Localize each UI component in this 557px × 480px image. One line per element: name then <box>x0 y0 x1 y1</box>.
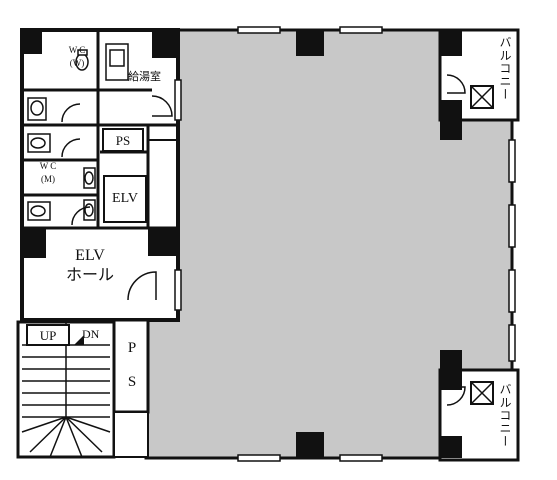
kitchenette-label: 給湯室 <box>128 71 161 83</box>
lower-storage <box>113 411 149 458</box>
elv-hall-line2: ホール <box>65 267 114 284</box>
dn-label: DN <box>82 327 100 341</box>
ps-top-label: PS <box>102 128 144 152</box>
wc-female-label: W C (W) <box>62 46 92 68</box>
wc-female-text: W C <box>68 45 86 55</box>
balcony-top-label: バルコニー <box>498 36 512 101</box>
wc-male-sub: (M) <box>41 174 55 184</box>
windows <box>174 26 516 462</box>
wc-female-sub: (W) <box>69 58 85 68</box>
wc-male-label: W C (M) <box>28 162 68 184</box>
balcony-bottom-label: バルコニー <box>498 383 512 448</box>
columns <box>22 30 462 458</box>
wc-male-text: W C <box>39 161 57 171</box>
elevator-label: ELV <box>103 175 147 223</box>
up-label: UP <box>26 324 70 346</box>
elv-hall-label: ELV ホール <box>62 248 118 284</box>
toilet-fixtures <box>27 43 129 221</box>
elv-hall-line1: ELV <box>75 247 105 264</box>
ps-side-label: P S <box>124 340 140 391</box>
core-partitions <box>22 30 178 322</box>
ps-side-shaft <box>112 318 150 414</box>
